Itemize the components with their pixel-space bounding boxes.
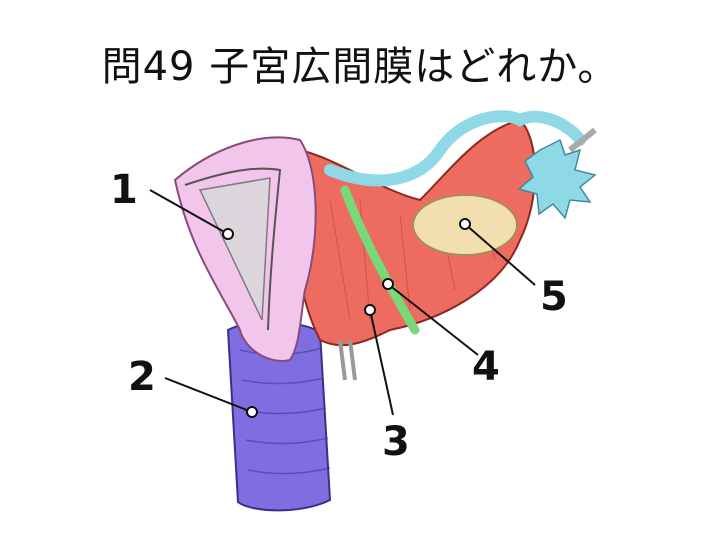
label-5: 5 <box>540 274 568 320</box>
label-3-leader <box>364 304 394 416</box>
label-5-leader <box>459 218 536 286</box>
label-1-leader <box>149 189 234 240</box>
vessel-shape <box>338 339 357 381</box>
vessel-shape-2 <box>568 127 597 153</box>
page-title: 問49 子宮広間膜はどれか。 <box>101 44 619 90</box>
label-2-leader <box>164 377 258 418</box>
label-2: 2 <box>128 354 156 400</box>
label-3: 3 <box>382 419 410 465</box>
label-1: 1 <box>110 167 138 213</box>
uterine-tube-shape <box>324 110 597 220</box>
label-4: 4 <box>472 344 500 390</box>
uterus-shape <box>173 136 317 362</box>
label-4-leader <box>382 278 479 356</box>
round-ligament-shape <box>340 185 420 335</box>
